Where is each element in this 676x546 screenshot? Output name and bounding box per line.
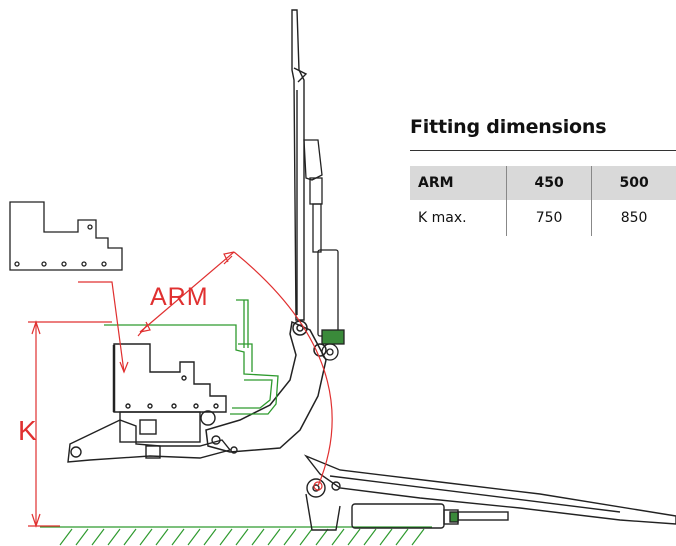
ground-hatch-mark [283,528,297,546]
vehicle-body-outline [104,299,279,415]
ground-hatch-mark [299,528,313,546]
ground-hatch-mark [411,528,425,546]
profile-detail [9,201,123,271]
arm-dimension-label: ARM [150,283,209,311]
ground-hatch-mark [187,528,201,546]
ground-hatch-mark [235,528,249,546]
cylinder-upper [303,139,345,361]
cell-value-450: 750 [505,200,592,236]
table-header-row: ARM 450 500 [410,166,676,200]
ground-hatch-mark [59,528,73,546]
fitting-dimensions-table: ARM 450 500 K max. 750 850 [410,166,676,236]
ground-hatch-mark [267,528,281,546]
ground-hatch-mark [219,528,233,546]
table-row: K max. 750 850 [410,200,676,236]
ground-line [40,526,432,546]
ground-hatch-mark [315,528,329,546]
ground-hatch-mark [379,528,393,546]
k-dimension-label: K [18,415,37,446]
ground-hatch-mark [395,528,409,546]
platform-lowered [303,454,676,531]
ground-hatch-mark [203,528,217,546]
ground-hatch-mark [139,528,153,546]
ground-hatch-mark [331,528,345,546]
ground-hatch-mark [363,528,377,546]
header-500: 500 [591,166,676,200]
mount-bracket [112,343,227,413]
ground-hatch-mark [155,528,169,546]
header-450: 450 [505,166,592,200]
dimension-lines [28,251,333,528]
ground-hatch-mark [91,528,105,546]
cell-value-500: 850 [591,200,676,236]
frame-block [67,410,238,463]
table-title: Fitting dimensions [410,116,607,138]
platform-vertical [291,9,308,321]
ground-hatch-mark [171,528,185,546]
ground-hatch-mark [251,528,265,546]
title-divider [410,150,676,151]
ground-hatch-mark [107,528,121,546]
header-arm: ARM [410,166,507,200]
row-label: K max. [418,210,467,226]
ground-hatch-mark [347,528,361,546]
ground-hatch-mark [123,528,137,546]
ground-hatch-mark [75,528,89,546]
lift-arm [205,320,327,453]
